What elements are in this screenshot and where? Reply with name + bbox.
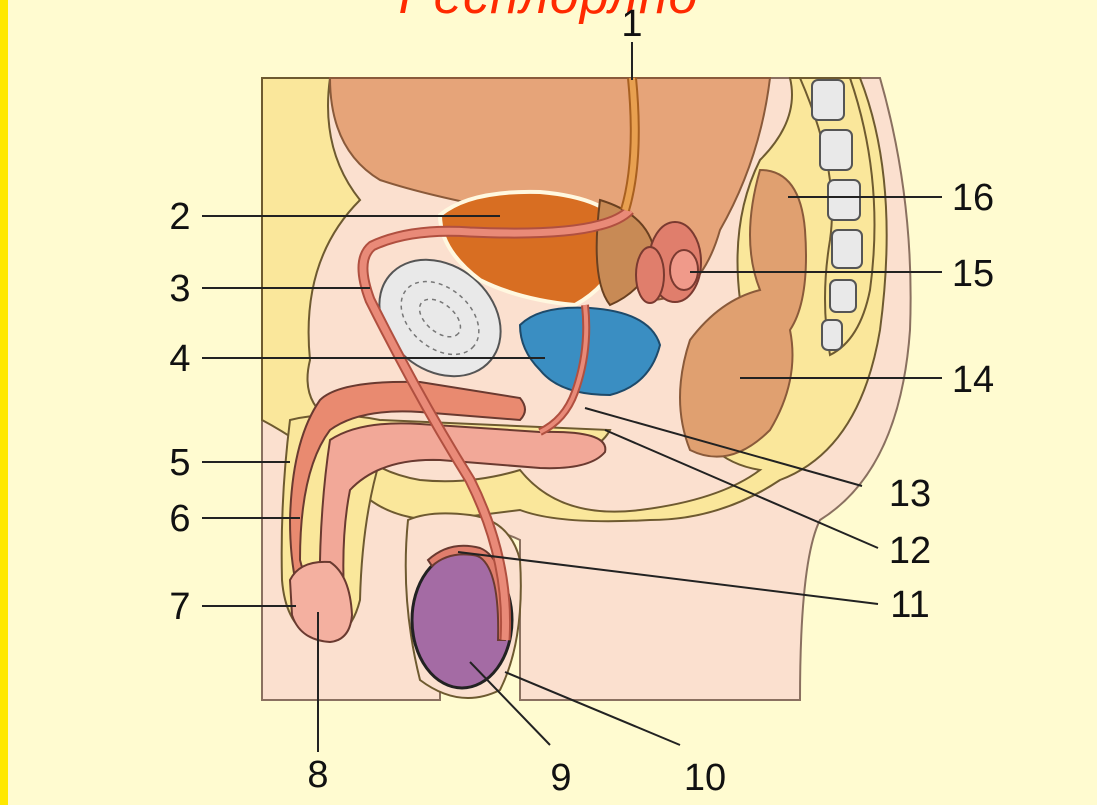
callout-2: 2 [169,196,190,238]
callout-1: 1 [621,3,642,45]
callout-8: 8 [307,754,328,796]
vertebra [828,180,860,220]
callout-12: 12 [889,530,931,572]
callout-5: 5 [169,442,190,484]
callout-3: 3 [169,268,190,310]
vertebra [812,80,844,120]
callout-16: 16 [952,177,994,219]
callout-6: 6 [169,498,190,540]
callout-4: 4 [169,338,190,380]
callout-13: 13 [889,473,931,515]
vertebra [820,130,852,170]
callout-10: 10 [684,757,726,799]
callout-11: 11 [890,584,929,626]
vertebra [832,230,862,268]
vertebra [822,320,842,350]
callout-14: 14 [952,359,994,401]
vertebra [830,280,856,312]
callout-7: 7 [169,586,190,628]
callout-9: 9 [550,757,571,799]
callout-15: 15 [952,253,994,295]
